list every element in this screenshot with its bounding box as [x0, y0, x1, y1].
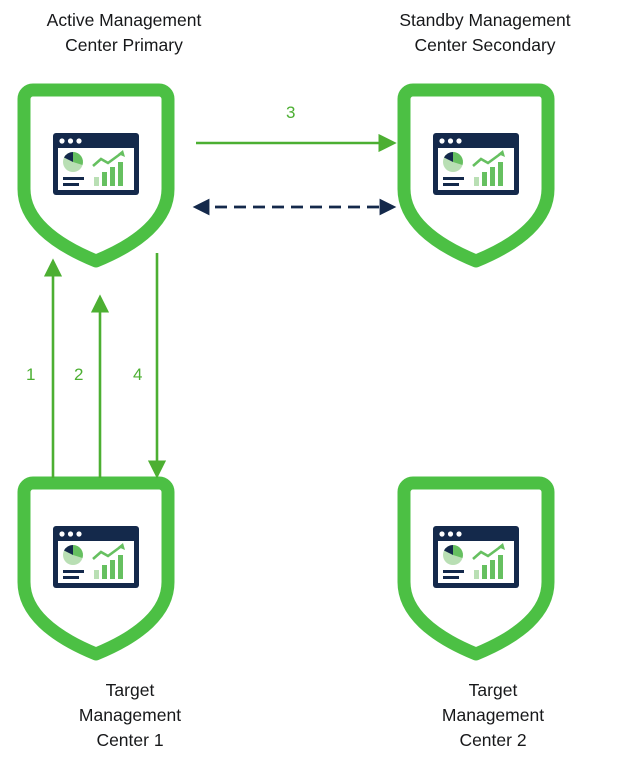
flow-label-4: 4 — [133, 365, 143, 384]
flow-label-2: 2 — [74, 365, 84, 384]
node-label-target-1: Target Management Center 1 — [78, 680, 182, 750]
active-primary-shield — [24, 90, 168, 261]
flow-label-1: 1 — [26, 365, 36, 384]
node-label-target-2: Target Management Center 2 — [441, 680, 545, 750]
node-label-standby-secondary: Standby Management Center Secondary — [399, 10, 571, 55]
flow-label-3: 3 — [286, 103, 296, 122]
target-2-shield — [404, 483, 548, 654]
target-1-shield — [24, 483, 168, 654]
standby-secondary-shield — [404, 90, 548, 261]
node-label-active-primary: Active Management Center Primary — [46, 10, 202, 55]
